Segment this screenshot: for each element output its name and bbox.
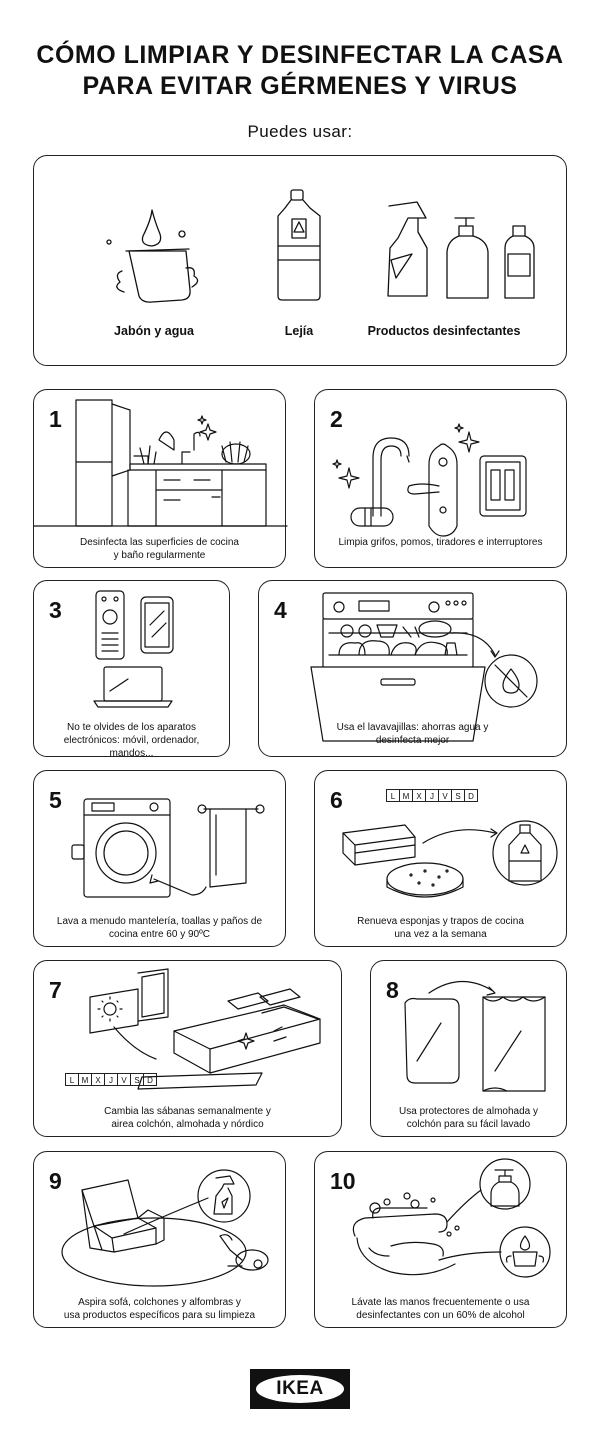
hand-washing-icon xyxy=(315,1152,568,1329)
washing-machine-icon xyxy=(34,771,287,948)
tip-caption-line: Usa protectores de almohada y xyxy=(399,1106,538,1117)
tip-number: 4 xyxy=(274,597,287,623)
tip-card-2: 2 Limpia grifos, pomos, tiradores e inte… xyxy=(314,389,567,568)
tip-caption-line: usa productos específicos para su limpie… xyxy=(63,1310,256,1321)
tip-caption-line: una vez a la semana xyxy=(394,929,487,940)
tip-caption-line: Lávate las manos frecuentemente o usa xyxy=(351,1297,530,1308)
tip-card-7: 7 L M X J V S D Cambia las sábanas seman… xyxy=(33,960,342,1137)
kitchen-icon xyxy=(34,390,287,569)
tip-caption-line: Aspira sofá, colchones y alfombras y xyxy=(78,1297,241,1308)
tip-number: 10 xyxy=(330,1168,356,1194)
bleach-bottle-icon xyxy=(278,190,320,300)
tip-caption-6: Renueva esponjas y trapos de cocina una … xyxy=(323,915,558,941)
tip-caption-9: Aspira sofá, colchones y alfombras y usa… xyxy=(42,1296,277,1322)
tip-caption-line: Lava a menudo mantelería, toallas y paño… xyxy=(56,916,263,927)
tip-card-5: 5 Lava a menudo mantelería, toallas y pa… xyxy=(33,770,286,947)
tip-card-8: 8 Usa protectores de almohada y colchón … xyxy=(370,960,567,1137)
weekday-strip: L M X J V S D xyxy=(386,789,478,802)
sponges-icon xyxy=(315,771,568,948)
bed-icon xyxy=(34,961,343,1138)
subtitle: Puedes usar: xyxy=(247,122,353,141)
tip-number: 9 xyxy=(49,1168,62,1194)
tip-caption-line: colchón para su fácil lavado xyxy=(406,1119,531,1130)
weekday-cell: J xyxy=(104,1073,118,1086)
devices-icon xyxy=(34,581,231,758)
tip-number: 5 xyxy=(49,787,62,813)
tip-number: 3 xyxy=(49,597,62,623)
tip-caption-7: Cambia las sábanas semanalmente y airea … xyxy=(42,1105,333,1131)
tip-caption-10: Lávate las manos frecuentemente o usa de… xyxy=(323,1296,558,1322)
tip-number: 8 xyxy=(386,977,399,1003)
tip-caption-line: airea colchón, almohada y nórdico xyxy=(111,1119,264,1130)
supplies-card: Jabón y agua Lejía Productos desinfectan… xyxy=(33,155,567,366)
tip-caption-3: No te olvides de los aparatos electrónic… xyxy=(42,721,221,760)
page-title: CÓMO LIMPIAR Y DESINFECTAR LA CASA PARA … xyxy=(0,40,600,102)
tip-card-10: 10 Lávate las manos frecuentemente o usa… xyxy=(314,1151,567,1328)
tip-caption-line: Cambia las sábanas semanalmente y xyxy=(104,1106,271,1117)
sofa-vacuum-icon xyxy=(34,1152,287,1329)
tip-number: 1 xyxy=(49,406,62,432)
tip-card-9: 9 Aspira sofá, colchones y alfombras y u… xyxy=(33,1151,286,1328)
tip-number: 6 xyxy=(330,787,343,813)
title-line-1: CÓMO LIMPIAR Y DESINFECTAR LA CASA xyxy=(36,41,564,69)
tip-caption-line: electrónicos: móvil, ordenador, mandos..… xyxy=(63,735,200,759)
tip-caption-line: Usa el lavavajillas: ahorras agua y xyxy=(336,722,489,733)
title-line-2: PARA EVITAR GÉRMENES Y VIRUS xyxy=(82,72,518,100)
ikea-logo: IKEA xyxy=(250,1369,350,1409)
tip-caption-line: y baño regularmente xyxy=(113,550,206,561)
weekday-cell: S xyxy=(451,789,465,802)
tip-card-1: 1 Desinfecta las superficies de cocina y… xyxy=(33,389,286,568)
weekday-strip: L M X J V S D xyxy=(65,1073,157,1086)
tip-number: 7 xyxy=(49,977,62,1003)
tip-caption-line: Renueva esponjas y trapos de cocina xyxy=(357,916,524,927)
disinfectant-bottles-icon xyxy=(388,202,534,298)
weekday-cell: M xyxy=(78,1073,92,1086)
tip-caption-1: Desinfecta las superficies de cocina y b… xyxy=(42,536,277,562)
tip-caption-line: No te olvides de los aparatos xyxy=(67,722,196,733)
tip-caption-line: Limpia grifos, pomos, tiradores e interr… xyxy=(338,537,543,548)
tip-caption-line: desinfectantes con un 60% de alcohol xyxy=(356,1310,525,1321)
tip-caption-line: Desinfecta las superficies de cocina xyxy=(80,537,239,548)
tip-caption-8: Usa protectores de almohada y colchón pa… xyxy=(379,1105,558,1131)
soap-water-icon xyxy=(107,210,198,302)
dishwasher-icon xyxy=(259,581,568,758)
ikea-logo-oval xyxy=(256,1375,344,1403)
tip-caption-4: Usa el lavavajillas: ahorras agua y desi… xyxy=(267,721,558,747)
tip-caption-line: cocina entre 60 y 90ºC xyxy=(109,929,210,940)
tip-card-4: 4 Usa el lavavajillas: ahorras agua y de… xyxy=(258,580,567,757)
weekday-cell: D xyxy=(464,789,478,802)
ikea-logo-text: IKEA xyxy=(276,1378,324,1399)
tip-caption-5: Lava a menudo mantelería, toallas y paño… xyxy=(42,915,277,941)
pillow-protector-icon xyxy=(371,961,568,1138)
tip-card-3: 3 No te olvides de los aparatos electrón… xyxy=(33,580,231,760)
supply-label-disinfectant: Productos desinfectantes xyxy=(367,324,521,338)
tip-card-6: 6 L M X J V S D Renueva esponjas y trapo… xyxy=(314,770,567,947)
tip-caption-2: Limpia grifos, pomos, tiradores e interr… xyxy=(323,536,558,549)
faucet-handle-switch-icon xyxy=(315,390,568,569)
supply-label-soap: Jabón y agua xyxy=(114,324,194,338)
tip-number: 2 xyxy=(330,406,343,432)
tip-caption-line: desinfecta mejor xyxy=(375,735,450,746)
supply-label-bleach: Lejía xyxy=(284,324,314,338)
